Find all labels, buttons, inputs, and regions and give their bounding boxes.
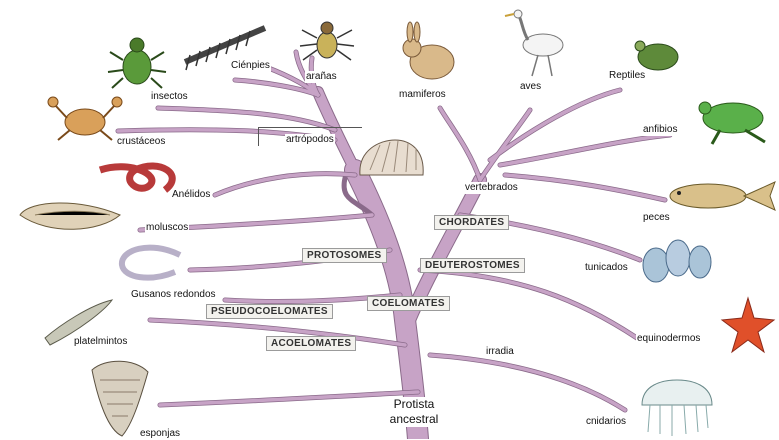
label-reptiles: Reptiles [608, 70, 646, 82]
group-deuterostomes: DEUTEROSTOMES [420, 258, 525, 273]
label-artropodos: artrópodos [285, 134, 335, 146]
frog-illustration [699, 102, 765, 144]
label-mamiferos: mamiferos [398, 89, 447, 101]
root-line-2: ancestral [384, 412, 444, 427]
root-line-1: Protista [384, 397, 444, 412]
group-acoelomates: ACOELOMATES [266, 336, 356, 351]
label-insectos: insectos [150, 91, 189, 103]
group-pseudocoelomates: PSEUDOCOELOMATES [206, 304, 333, 319]
label-vertebrados: vertebrados [464, 182, 519, 194]
turtle-illustration [635, 41, 678, 70]
label-tunicados: tunicados [584, 262, 629, 274]
roundworm-illustration [122, 248, 180, 278]
tree-branches [118, 52, 670, 439]
starfish-illustration [722, 298, 774, 352]
label-aranas: arañas [305, 71, 338, 83]
sponge-illustration [92, 361, 148, 436]
group-chordates: CHORDATES [434, 215, 509, 230]
label-platelmintos: platelmintos [73, 336, 128, 348]
label-aves: aves [519, 81, 542, 93]
rabbit-illustration [403, 22, 454, 79]
worm-illustration [100, 166, 172, 190]
root-label: Protista ancestral [384, 397, 444, 427]
group-coelomates: COELOMATES [367, 296, 450, 311]
label-gusanos-redondos: Gusanos redondos [130, 289, 217, 301]
label-cienpies: Ciénpies [230, 60, 271, 72]
label-anfibios: anfibios [642, 124, 678, 136]
label-anelidos: Anélidos [171, 189, 211, 201]
label-equinodermos: equinodermos [636, 333, 701, 345]
fish-illustration [670, 182, 775, 210]
tunicate-illustration [643, 240, 711, 282]
label-moluscos: moluscos [145, 222, 189, 234]
heron-illustration [505, 10, 563, 76]
label-cnidarios: cnidarios [585, 416, 627, 428]
label-peces: peces [642, 212, 671, 224]
group-protosomes: PROTOSOMES [302, 248, 387, 263]
spider-illustration [300, 22, 354, 60]
label-crustaceos: crustáceos [116, 136, 166, 148]
clam-shell-illustration [360, 140, 423, 175]
label-irradia: irradia [485, 346, 515, 358]
mussel-illustration [20, 203, 120, 229]
label-esponjas: esponjas [139, 428, 181, 440]
beetle-illustration [108, 38, 166, 88]
jellyfish-illustration [642, 380, 712, 436]
crab-illustration [48, 97, 122, 140]
